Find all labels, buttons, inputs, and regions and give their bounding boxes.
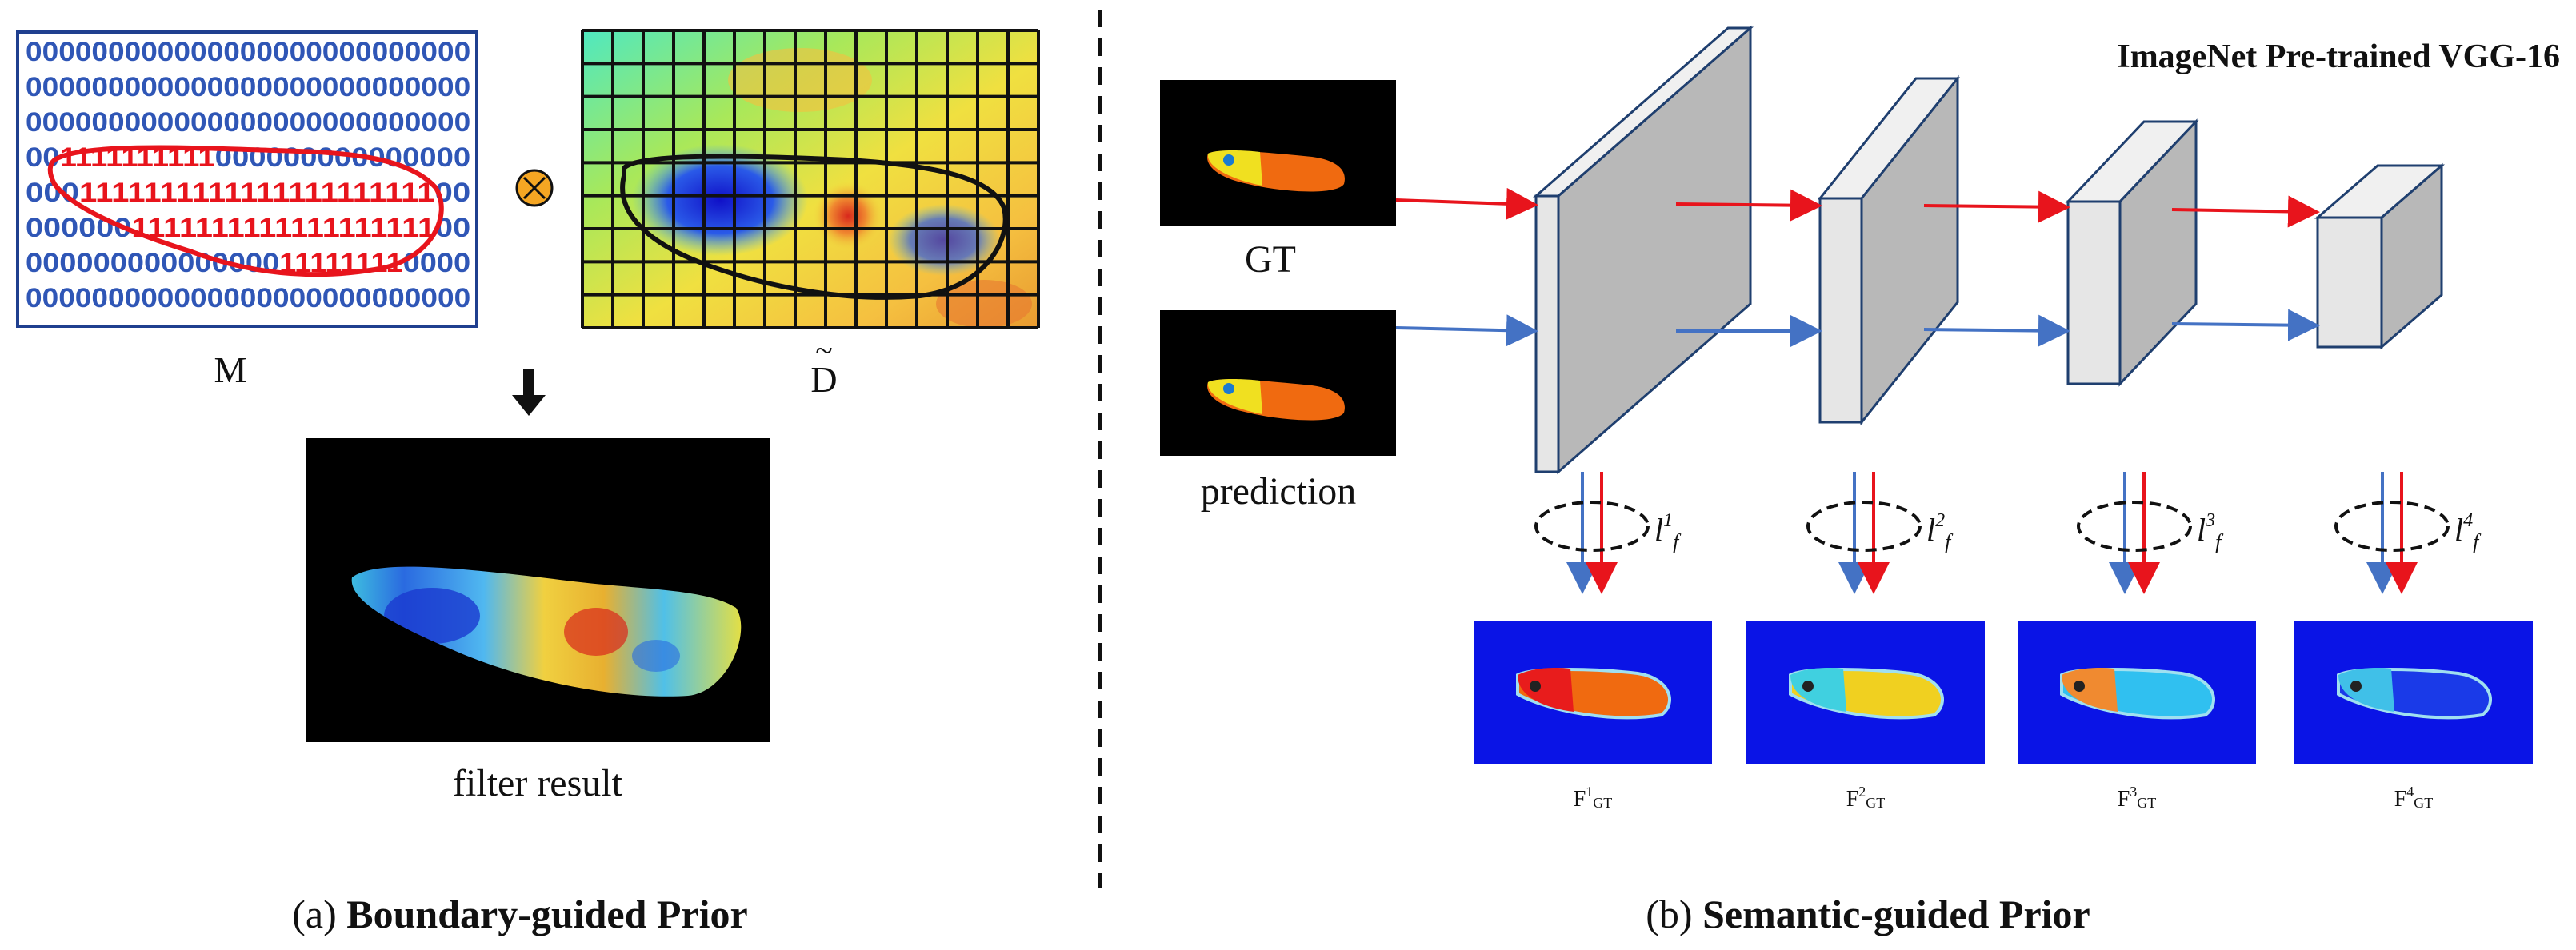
multiply-operator-cross: [522, 176, 546, 200]
prediction-shape-head: [1207, 379, 1262, 414]
loss-label: l2f: [1926, 510, 1954, 553]
mask-matrix-frame: [16, 30, 478, 328]
vgg-block-3: [2065, 118, 2199, 387]
loss-ring: [1806, 501, 1922, 552]
prediction-shape-dot: [1223, 383, 1234, 394]
feature-map-1: F1GT: [1474, 621, 1712, 812]
gt-flow-arrow: [2171, 195, 2320, 228]
loss-stage-1: l1f: [1534, 472, 1682, 594]
gt-flow-arrow: [1923, 190, 2070, 223]
gt-shape-head: [1207, 150, 1262, 186]
feature-shape-head: [1790, 667, 1846, 712]
feature-shape-head: [1518, 667, 1574, 712]
feature-label: F3GT: [2118, 784, 2157, 812]
gt-image: [1160, 80, 1396, 226]
vgg-block-4: [2314, 162, 2446, 350]
mask-matrix-row: 000000000000000000000000000: [26, 37, 470, 67]
down-arrow-head: [512, 395, 546, 416]
gt-flow-arrow: [1395, 187, 1538, 220]
gt-flow-arrow: [1675, 189, 1822, 222]
prediction-flow-arrow: [2171, 309, 2320, 341]
label-prediction: prediction: [1201, 470, 1357, 513]
feature-shape-head: [2338, 667, 2394, 712]
feature-label: F1GT: [1574, 784, 1613, 812]
mask-matrix-row: 000000000000000000000000000: [26, 72, 470, 102]
heatmap-grid: [581, 29, 1040, 329]
down-arrow-shaft: [523, 369, 534, 395]
gt-flow-arrows: [1395, 187, 2320, 228]
feature-map-4: F4GT: [2294, 621, 2533, 812]
label-d: D: [810, 359, 837, 400]
loss-stage-2: l2f: [1806, 472, 1954, 594]
label-gt: GT: [1245, 238, 1296, 281]
feature-label: F4GT: [2394, 784, 2434, 812]
loss-stage-4: l4f: [2334, 472, 2482, 594]
vgg-block-1: [1533, 25, 1754, 475]
loss-ring: [1534, 501, 1650, 552]
feature-label: F2GT: [1846, 784, 1886, 812]
label-d-tilde: ~: [815, 333, 833, 369]
prediction-flow-arrow: [1923, 314, 2070, 347]
gt-shape-dot: [1223, 154, 1234, 166]
loss-stage-3: l3f: [2077, 472, 2224, 594]
loss-label: l3f: [2197, 510, 2224, 553]
mask-matrix-row: 000000000000000000000000000: [26, 283, 470, 313]
loss-stages: l1f l2f l3f l4f: [1534, 472, 2482, 594]
loss-ring: [2077, 501, 2192, 552]
feature-maps: F1GT F2GT F3GT F4GT: [1474, 621, 2533, 812]
vgg-blocks: [1533, 25, 2446, 475]
caption-b: (b) Semantic-guided Prior: [1646, 892, 2090, 936]
vgg-block-2: [1817, 74, 1961, 426]
mask-matrix: 000000000000000000000000000 0000000000000…: [26, 37, 470, 313]
label-m: M: [214, 349, 247, 390]
mask-matrix-row: 000000000000000000000000000: [26, 107, 470, 138]
mask-outline: [47, 145, 444, 277]
feature-shape-head: [2062, 667, 2118, 712]
feature-map-2: F2GT: [1746, 621, 1985, 812]
prediction-flow-arrows: [1395, 309, 2320, 347]
boundary-outline: [620, 154, 1008, 300]
caption-a: (a) Boundary-guided Prior: [292, 892, 747, 936]
loss-label: l1f: [1654, 510, 1682, 553]
feature-map-3: F3GT: [2018, 621, 2256, 812]
loss-label: l4f: [2454, 510, 2482, 553]
vgg-title: ImageNet Pre-trained VGG-16: [2117, 38, 2560, 75]
label-filter-result: filter result: [453, 762, 623, 804]
prediction-flow-arrow: [1395, 314, 1538, 347]
loss-ring: [2334, 501, 2450, 552]
